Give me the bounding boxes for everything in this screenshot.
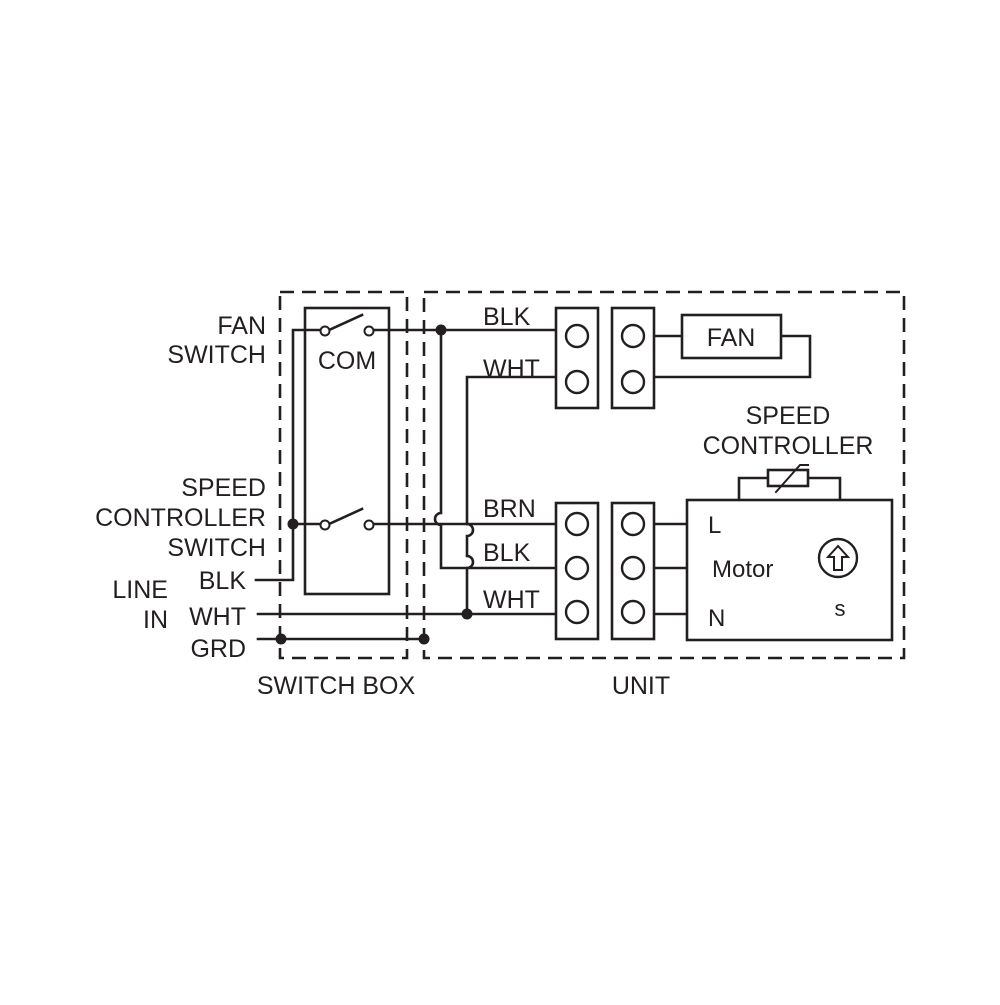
rotation-arrow-icon bbox=[817, 537, 859, 579]
motor-box bbox=[685, 498, 894, 642]
speed-controller-switch-label-1: SPEED bbox=[181, 474, 266, 502]
junction-dot bbox=[287, 518, 299, 530]
junction-dot bbox=[275, 633, 287, 645]
speed-controller-switch-label-2: CONTROLLER bbox=[95, 504, 266, 532]
line-blk-label: BLK bbox=[199, 567, 247, 595]
terminal-block-bottom-left bbox=[554, 501, 600, 641]
wire-wht-bottom-label: WHT bbox=[483, 586, 540, 614]
wire-blk-top-label: BLK bbox=[483, 303, 531, 331]
line-in-label-1: LINE bbox=[112, 576, 168, 604]
switch-housing bbox=[303, 306, 391, 596]
junction-dot bbox=[461, 608, 473, 620]
switch-box-label: SWITCH BOX bbox=[257, 672, 416, 700]
terminal-block-bottom-right bbox=[610, 501, 656, 641]
line-in-label-2: IN bbox=[143, 606, 168, 634]
unit-outline bbox=[422, 290, 906, 660]
wires bbox=[254, 328, 842, 641]
fan-box bbox=[680, 313, 783, 360]
motor-n-label: N bbox=[708, 605, 725, 632]
line-blk-feed-wire bbox=[254, 328, 326, 582]
blk-branch-wire bbox=[433, 328, 558, 570]
fan-switch-contact bbox=[319, 313, 375, 337]
fan-label: FAN bbox=[707, 324, 756, 352]
fan-return-wire bbox=[652, 334, 812, 379]
fan-switch-label-2: SWITCH bbox=[167, 341, 266, 369]
junction-dot bbox=[435, 324, 447, 336]
motor-l-label: L bbox=[708, 512, 721, 539]
speed-controller-label-1: SPEED bbox=[746, 402, 831, 430]
speed-switch-contact bbox=[319, 507, 375, 531]
switch-box-outline bbox=[278, 290, 409, 660]
unit-label: UNIT bbox=[612, 672, 670, 700]
speed-controller-label-2: CONTROLLER bbox=[703, 432, 874, 460]
fan-switch-label-1: FAN bbox=[217, 312, 266, 340]
junctions bbox=[275, 324, 473, 645]
line-wht-label: WHT bbox=[189, 603, 246, 631]
wire-brn-label: BRN bbox=[483, 495, 536, 523]
variable-resistor-icon bbox=[766, 464, 810, 494]
wire-wht-top-label: WHT bbox=[483, 355, 540, 383]
junction-dot bbox=[418, 633, 430, 645]
com-label: COM bbox=[318, 347, 376, 375]
motor-s-label: s bbox=[835, 596, 846, 621]
speed-controller-lead-2 bbox=[806, 476, 842, 502]
terminal-block-top-left bbox=[554, 306, 600, 410]
motor-label: Motor bbox=[712, 556, 773, 583]
wht-branch-wire bbox=[465, 375, 558, 616]
line-grd-label: GRD bbox=[190, 635, 246, 663]
wire-blk-bottom-label: BLK bbox=[483, 539, 531, 567]
speed-controller-switch-label-3: SWITCH bbox=[167, 534, 266, 562]
terminal-block-top-right bbox=[610, 306, 656, 410]
speed-controller-lead bbox=[737, 476, 770, 502]
